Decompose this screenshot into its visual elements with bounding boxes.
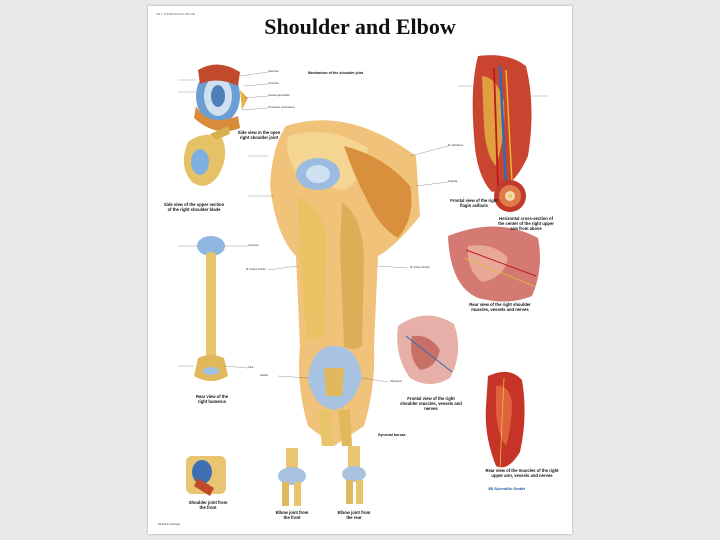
label-triceps: M. triceps brachii <box>410 266 430 269</box>
caption-rear-arm: Rear view of the muscles of the right up… <box>485 468 559 478</box>
caption-elbow-rear: Elbow joint from the rear <box>337 510 371 520</box>
shoulder-blade-illustration <box>183 126 230 186</box>
rear-shoulder-muscles-illustration <box>448 226 540 302</box>
caption-elbow-front: Elbow joint from the front <box>275 510 309 520</box>
cross-section-illustration <box>494 180 526 212</box>
caption-frontal-muscles: Frontal view of the right shoulder muscl… <box>400 396 462 411</box>
label-glenoid: Cavitas glenoidalis <box>268 94 290 97</box>
product-code: VR 1 715 BOHASUV 020 RE <box>156 12 195 16</box>
elbow-front-illustration <box>278 448 306 506</box>
printed-note: Printed in Germany <box>158 523 181 526</box>
label-olecranon: Olecranon <box>390 380 402 383</box>
mechanism-text-block: Mechanism of the shoulder joint <box>308 71 404 76</box>
label-deltoid: M. deltoideus <box>448 144 464 147</box>
central-arm-illustration <box>270 120 420 447</box>
label-radius: Radius <box>260 374 269 377</box>
caption-side-open: Side view in the open right shoulder joi… <box>237 130 281 140</box>
caption-shoulder-front: Shoulder joint from the front <box>188 500 228 510</box>
label-ulna: Ulna <box>248 366 254 369</box>
bursae-heading: Synovial bursae <box>378 433 406 437</box>
bursae-text-block: Synovial bursae <box>378 433 448 438</box>
leader-lines <box>178 71 548 383</box>
label-humerus: Humerus <box>248 244 259 247</box>
poster-title: Shoulder and Elbow <box>264 14 456 39</box>
caption-humerus: Rear view of the right humerus <box>195 394 229 404</box>
label-clavicle: Clavicula <box>268 70 279 73</box>
shoulder-joint-front-illustration <box>186 456 226 496</box>
illustration-canvas <box>178 55 548 506</box>
open-shoulder-joint-illustration <box>194 64 248 132</box>
caption-rear-muscles: Rear view of the right shoulder muscles,… <box>469 302 531 312</box>
label-scapula: Scapula <box>448 180 458 183</box>
frontal-shoulder-muscles-illustration <box>397 315 459 384</box>
axilla-illustration <box>472 55 532 192</box>
label-acromion: Acromion <box>268 82 279 85</box>
rear-upper-arm-illustration <box>485 371 525 469</box>
anatomy-poster: VR 1 715 BOHASUV 020 RE Shoulder and Elb… <box>148 6 572 534</box>
publisher-logo: 3B Scientific GmbH <box>488 486 526 491</box>
label-biceps: M. biceps brachii <box>246 268 266 271</box>
caption-side-blade: Side view of the upper section of the ri… <box>163 202 225 212</box>
mechanism-heading: Mechanism of the shoulder joint <box>308 71 364 75</box>
elbow-rear-illustration <box>342 446 366 504</box>
caption-axilla: Frontal view of the right flagin axillar… <box>450 198 498 208</box>
humerus-illustration <box>194 236 228 381</box>
label-coracoid: Processus coracoideus <box>268 106 295 109</box>
caption-cross: Horizontal cross-section of the center o… <box>498 216 554 231</box>
